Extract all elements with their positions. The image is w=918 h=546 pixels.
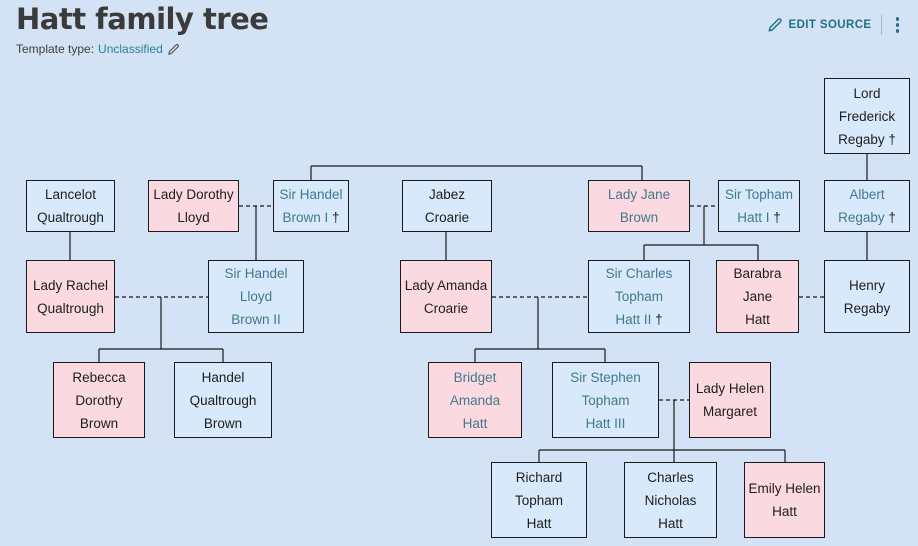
kebab-menu-icon[interactable] (891, 14, 905, 36)
pencil-icon (768, 18, 782, 32)
page-title: Hatt family tree (16, 2, 269, 36)
template-type-link[interactable]: Unclassified (98, 42, 163, 56)
template-type-label: Template type: (16, 42, 95, 56)
edit-source-button[interactable]: EDIT SOURCE (767, 17, 872, 33)
pencil-icon[interactable] (167, 43, 180, 56)
template-type-row: Template type: Unclassified (16, 42, 180, 56)
edit-source-label: EDIT SOURCE (788, 19, 872, 31)
header-actions: EDIT SOURCE (767, 14, 905, 36)
header-divider (880, 15, 882, 35)
